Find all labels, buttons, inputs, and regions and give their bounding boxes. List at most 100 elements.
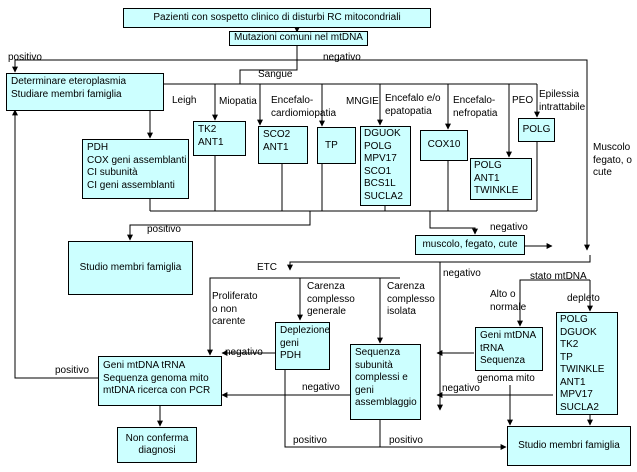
- ant1-line-2: ANT1: [263, 141, 289, 153]
- tp-box: TP: [317, 127, 356, 164]
- proliferato-line-2: o non: [212, 303, 238, 315]
- label-leigh: Leigh: [172, 95, 197, 106]
- geni-right-line-2: tRNA: [480, 342, 504, 354]
- sco1-item: SCO1: [364, 165, 392, 177]
- twinkle-item: TWINKLE: [474, 185, 519, 196]
- muscolo-fegato-cute-box: muscolo, fegato, cute: [415, 235, 525, 255]
- label-positivo-mid: positivo: [147, 224, 181, 235]
- label-encefalo-nefro: Encefalo- nefropatia: [453, 95, 497, 120]
- mpv17-item: MPV17: [364, 153, 397, 164]
- label-negativo-depl: negativo: [225, 347, 263, 358]
- label-epilessia: Epilessia intrattabile: [539, 89, 585, 114]
- geni-mtdna-right-box: Geni mtDNA tRNA Sequenza: [475, 327, 543, 371]
- geni-left-line-3: mtDNA ricerca con PCR: [103, 385, 211, 396]
- label-carenza-generale: Carenza complesso generale: [307, 281, 355, 319]
- label-peo: PEO: [512, 95, 534, 106]
- label-muscolo-side: Muscolo fegato, o cute: [593, 142, 632, 180]
- label-etc: ETC: [257, 262, 277, 273]
- pdh-cox-line-3: CI subunità: [87, 167, 138, 178]
- carenza-generale-line-3: generale: [307, 306, 346, 317]
- sequenza-line-2: subunità: [355, 359, 393, 371]
- muscolo-side-line-1: Muscolo: [593, 142, 631, 153]
- sco2-ant1-box: SCO2 ANT1: [258, 126, 308, 164]
- encefalo-epato-line-2: epatopatia: [385, 105, 432, 117]
- depleto-tp: TP: [560, 351, 573, 363]
- epilessia-line-2: intrattabile: [539, 101, 586, 113]
- deplezione-line-3: PDH: [280, 350, 302, 361]
- pdh-cox-line-4: CI geni assemblanti: [87, 179, 175, 191]
- label-stato-mtdna: stato mtDNA: [530, 271, 587, 282]
- non-conferma-line-1: Non conferma: [125, 432, 189, 444]
- label-carenza-isolata: Carenza complesso isolata: [387, 281, 435, 319]
- label-miopatia: Miopatia: [219, 96, 257, 107]
- eteroplasmia-line-1: Determinare eteroplasmia: [11, 76, 127, 87]
- label-negativo-seq: negativo: [302, 382, 340, 393]
- sucla2-item: SUCLA2: [364, 190, 403, 202]
- sco2-line: SCO2: [263, 129, 291, 140]
- label-positivo-left: positivo: [55, 365, 89, 376]
- sequenza-subunita-box: Sequenza subunità complessi e geni assem…: [350, 344, 421, 420]
- ant1-item-2: ANT1: [474, 172, 500, 184]
- geni-left-line-1: Geni mtDNA tRNA: [103, 360, 186, 371]
- polg-ant1-twinkle-box: POLG ANT1 TWINKLE: [470, 158, 532, 200]
- polg-right-box: POLG: [518, 118, 555, 142]
- eteroplasmia-box: Determinare eteroplasmia Studiare membri…: [6, 73, 164, 111]
- label-encefalo-epato: Encefalo e/o epatopatia: [385, 93, 441, 118]
- label-positivo-bottom-1: positivo: [293, 435, 327, 446]
- polg-item: POLG: [364, 140, 392, 152]
- depleto-tk2: TK2: [560, 339, 579, 350]
- depleto-mpv17: MPV17: [560, 389, 593, 400]
- proliferato-line-1: Proliferato: [212, 291, 258, 302]
- carenza-isolata-line-3: isolata: [387, 306, 416, 317]
- label-genoma-mito: genoma mito: [477, 373, 535, 384]
- sequenza-line-4: geni: [355, 384, 374, 396]
- non-conferma-line-2: diagnosi: [138, 445, 176, 456]
- epilessia-line-1: Epilessia: [539, 89, 580, 100]
- encefalo-nefro-line-1: Encefalo-: [453, 95, 496, 106]
- carenza-isolata-line-2: complesso: [387, 293, 435, 305]
- non-conferma-box: Non conferma diagnosi: [117, 427, 197, 463]
- cox10-box: COX10: [420, 130, 468, 161]
- label-sangue: Sangue: [258, 69, 293, 80]
- ant1-line: ANT1: [198, 136, 224, 148]
- muscolo-side-line-2: fegato, o: [593, 154, 632, 166]
- proliferato-line-3: carente: [212, 316, 246, 327]
- dguok-item: DGUOK: [364, 128, 401, 139]
- encefalo-nefro-line-2: nefropatia: [453, 107, 498, 119]
- label-negativo-mid: negativo: [490, 222, 528, 233]
- tk2-ant1-box: TK2 ANT1: [193, 121, 246, 156]
- bcs1l-item: BCS1L: [364, 178, 396, 189]
- sequenza-line-3: complessi e: [355, 372, 408, 383]
- tk2-line: TK2: [198, 124, 217, 135]
- geni-left-line-2: Sequenza genoma mito: [103, 372, 209, 384]
- depleto-dguok: DGUOK: [560, 326, 597, 338]
- title-box: Pazienti con sospetto clinico di disturb…: [123, 8, 431, 28]
- carenza-generale-line-1: Carenza: [307, 281, 345, 292]
- sequenza-line-1: Sequenza: [355, 347, 401, 358]
- alto-normale-line-2: normale: [490, 301, 527, 313]
- dguok-list-box: DGUOK POLG MPV17 SCO1 BCS1L SUCLA2: [360, 126, 411, 206]
- encefalo-cardio-line-1: Encefalo-: [271, 95, 314, 106]
- encefalo-epato-line-1: Encefalo e/o: [385, 93, 441, 104]
- label-negativo-etc: negativo: [443, 268, 481, 279]
- label-encefalo-cardio: Encefalo- cardiomiopatia: [271, 95, 336, 120]
- deplezione-line-2: geni: [280, 337, 299, 349]
- geni-right-line-3: Sequenza: [480, 355, 526, 366]
- depleto-polg: POLG: [560, 314, 588, 325]
- label-alto-normale: Alto o normale: [490, 289, 526, 314]
- label-negativo-top: negativo: [323, 52, 361, 63]
- label-proliferato: Proliferato o non carente: [212, 291, 258, 329]
- geni-right-line-1: Geni mtDNA: [480, 330, 537, 341]
- label-positivo-bottom-2: positivo: [389, 435, 423, 446]
- label-mngie: MNGIE: [346, 96, 379, 107]
- studio-membri-right-box: Studio membri famiglia: [507, 426, 631, 466]
- encefalo-cardio-line-2: cardiomiopatia: [271, 107, 337, 119]
- depleto-twinkle: TWINKLE: [560, 364, 605, 375]
- pdh-cox-line-1: PDH: [87, 142, 109, 153]
- deplezione-line-1: Deplezione: [280, 325, 331, 336]
- eteroplasmia-line-2: Studiare membri famiglia: [11, 88, 122, 100]
- sequenza-line-5: assemblaggio: [355, 397, 417, 408]
- muscolo-side-line-3: cute: [593, 167, 612, 178]
- alto-normale-line-1: Alto o: [490, 289, 516, 300]
